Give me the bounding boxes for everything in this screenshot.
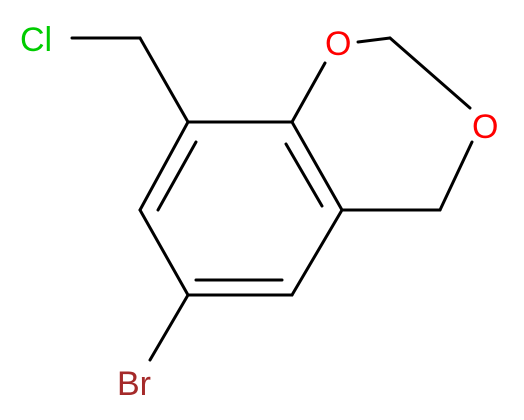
- atom-oxygen-3: O: [472, 108, 498, 146]
- bond-c8a-c4a-inner: [284, 142, 324, 208]
- bond-c8a-o1: [290, 61, 327, 124]
- bond-c4a-c5: [290, 208, 344, 297]
- bond-c8a-c4a: [290, 120, 344, 212]
- bond-c6-br: [148, 293, 190, 362]
- bond-c7-c8-inner: [156, 140, 198, 212]
- atom-oxygen-1: O: [325, 25, 351, 63]
- bond-c6-c7: [138, 208, 190, 297]
- bond-c2-o3: [388, 36, 472, 110]
- atom-chlorine: Cl: [20, 21, 52, 59]
- bond-o1-c2: [356, 36, 392, 44]
- bond-c7-c8: [138, 120, 190, 212]
- atom-bromine: Br: [117, 365, 151, 403]
- bond-o3-c4: [438, 140, 474, 212]
- bond-c8-ch2: [138, 36, 190, 124]
